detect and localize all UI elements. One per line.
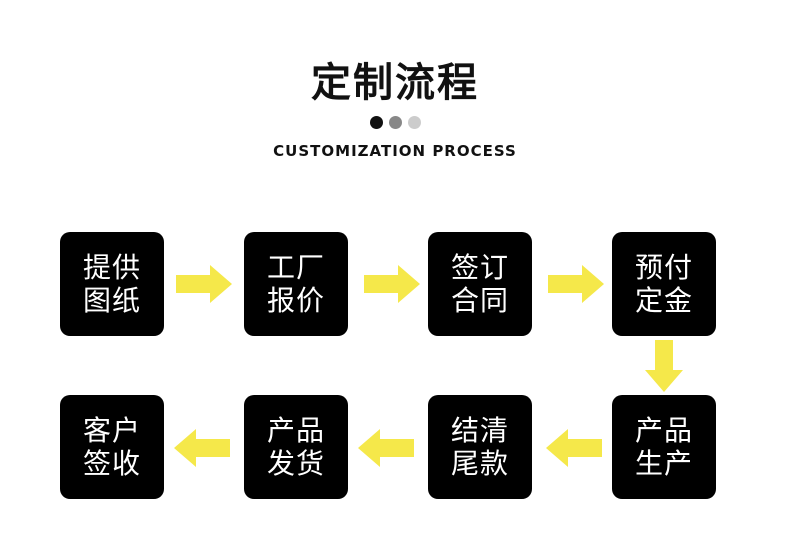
step-5-line2: 生产 — [634, 447, 693, 480]
step-box-1: 提供 图纸 — [60, 232, 164, 336]
step-box-3: 签订 合同 — [428, 232, 532, 336]
step-box-2: 工厂 报价 — [244, 232, 348, 336]
step-8-line2: 签收 — [82, 447, 141, 480]
arrow-right-icon — [364, 265, 420, 303]
step-4-line1: 预付 — [634, 251, 693, 284]
step-box-6: 结清 尾款 — [428, 395, 532, 499]
dot-2 — [388, 116, 402, 129]
step-4-line2: 定金 — [634, 284, 693, 317]
step-2-line1: 工厂 — [266, 251, 325, 284]
arrow-left-icon — [358, 429, 414, 467]
arrow-left-icon — [174, 429, 230, 467]
step-1-line1: 提供 — [82, 251, 141, 284]
step-7-line1: 产品 — [266, 414, 325, 447]
step-box-4: 预付 定金 — [612, 232, 716, 336]
dot-1 — [369, 116, 383, 129]
arrow-down-icon — [645, 340, 683, 392]
page-title: 定制流程 — [311, 60, 479, 106]
arrow-right-icon — [548, 265, 604, 303]
step-1-line2: 图纸 — [82, 284, 141, 317]
decorative-dots — [0, 116, 790, 129]
step-7-line2: 发货 — [266, 447, 325, 480]
page-subtitle: CUSTOMIZATION PROCESS — [273, 142, 517, 160]
dot-3 — [407, 116, 421, 129]
step-8-line1: 客户 — [82, 414, 141, 447]
step-2-line2: 报价 — [266, 284, 325, 317]
step-box-7: 产品 发货 — [244, 395, 348, 499]
step-3-line2: 合同 — [450, 284, 509, 317]
step-box-5: 产品 生产 — [612, 395, 716, 499]
step-box-8: 客户 签收 — [60, 395, 164, 499]
step-6-line1: 结清 — [450, 414, 509, 447]
step-5-line1: 产品 — [634, 414, 693, 447]
arrow-right-icon — [176, 265, 232, 303]
arrow-left-icon — [546, 429, 602, 467]
step-6-line2: 尾款 — [450, 447, 509, 480]
step-3-line1: 签订 — [450, 251, 509, 284]
